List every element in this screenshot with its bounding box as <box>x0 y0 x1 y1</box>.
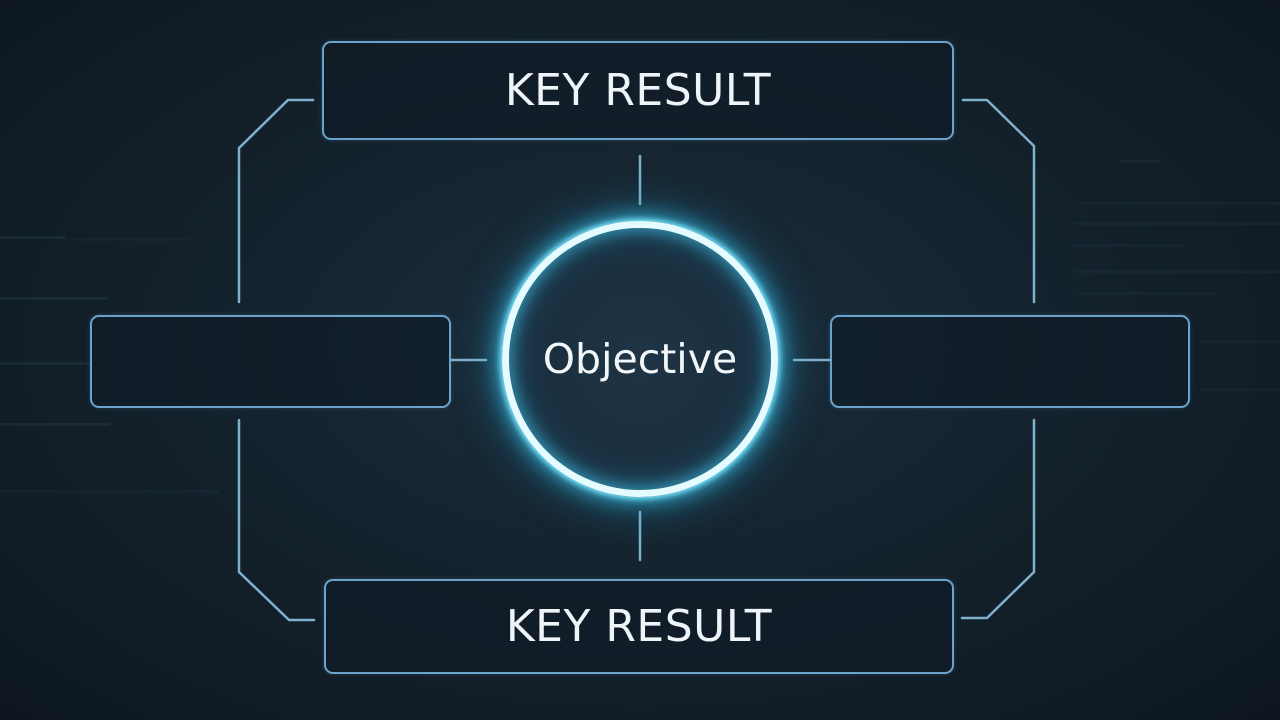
key-result-left-box <box>90 315 451 408</box>
key-result-bottom-label: KEY RESULT <box>505 601 773 652</box>
connector-bottom-left <box>237 418 316 622</box>
connector-top-left <box>237 98 315 304</box>
connector-top-right <box>961 98 1036 304</box>
objective-circle: Objective <box>502 221 778 497</box>
key-result-top-box: KEY RESULT <box>322 41 954 140</box>
connector-bottom-right <box>960 418 1036 620</box>
objective-label: Objective <box>542 335 738 383</box>
key-result-right-box <box>830 315 1190 408</box>
key-result-top-label: KEY RESULT <box>504 65 772 116</box>
key-result-bottom-box: KEY RESULT <box>324 579 954 674</box>
